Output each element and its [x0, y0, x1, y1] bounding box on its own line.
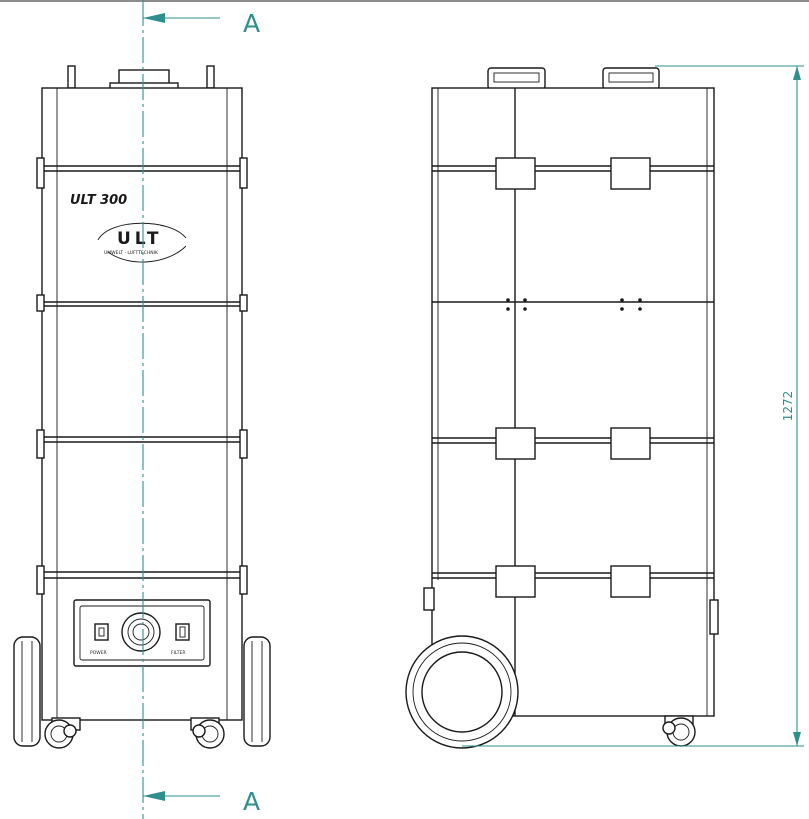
- front-top-handle-right: [206, 65, 215, 89]
- rear-fitting: [709, 599, 719, 635]
- side-castor: [662, 715, 696, 747]
- front-segment-seams: [36, 157, 248, 595]
- model-label: ULT 300: [70, 193, 127, 208]
- side-segment-seams: [432, 165, 714, 579]
- control-panel: POWER FILTER: [73, 599, 211, 667]
- side-latches: [495, 157, 651, 598]
- section-label-top: A: [243, 9, 260, 38]
- section-line: A A: [142, 0, 260, 819]
- height-dimension: 1272: [462, 65, 804, 747]
- side-fitting: [423, 587, 435, 611]
- ult-logo: ULT UMWELT · LUFTTECHNIK: [97, 222, 187, 263]
- side-rivets: [506, 298, 642, 311]
- side-housing: [431, 87, 715, 717]
- logo-subtext: UMWELT · LUFTTECHNIK: [104, 250, 159, 256]
- side-handle-left: [487, 67, 546, 90]
- power-switch: [94, 623, 109, 641]
- front-wheels: [13, 636, 271, 747]
- side-view: [405, 67, 719, 749]
- logo-text: ULT: [117, 229, 162, 249]
- power-switch-label: POWER: [90, 650, 107, 656]
- height-dimension-value: 1272: [781, 391, 795, 422]
- section-label-bottom: A: [243, 787, 260, 816]
- filter-switch: [175, 623, 190, 641]
- front-view: ULT 300 ULT UMWELT · LUFTTECHNIK POWER F…: [13, 65, 271, 749]
- side-handle-right: [602, 67, 660, 90]
- front-top-handle-left: [67, 65, 76, 89]
- front-castors: [44, 717, 225, 749]
- filter-switch-label: FILTER: [171, 650, 186, 656]
- side-wheel: [405, 635, 519, 749]
